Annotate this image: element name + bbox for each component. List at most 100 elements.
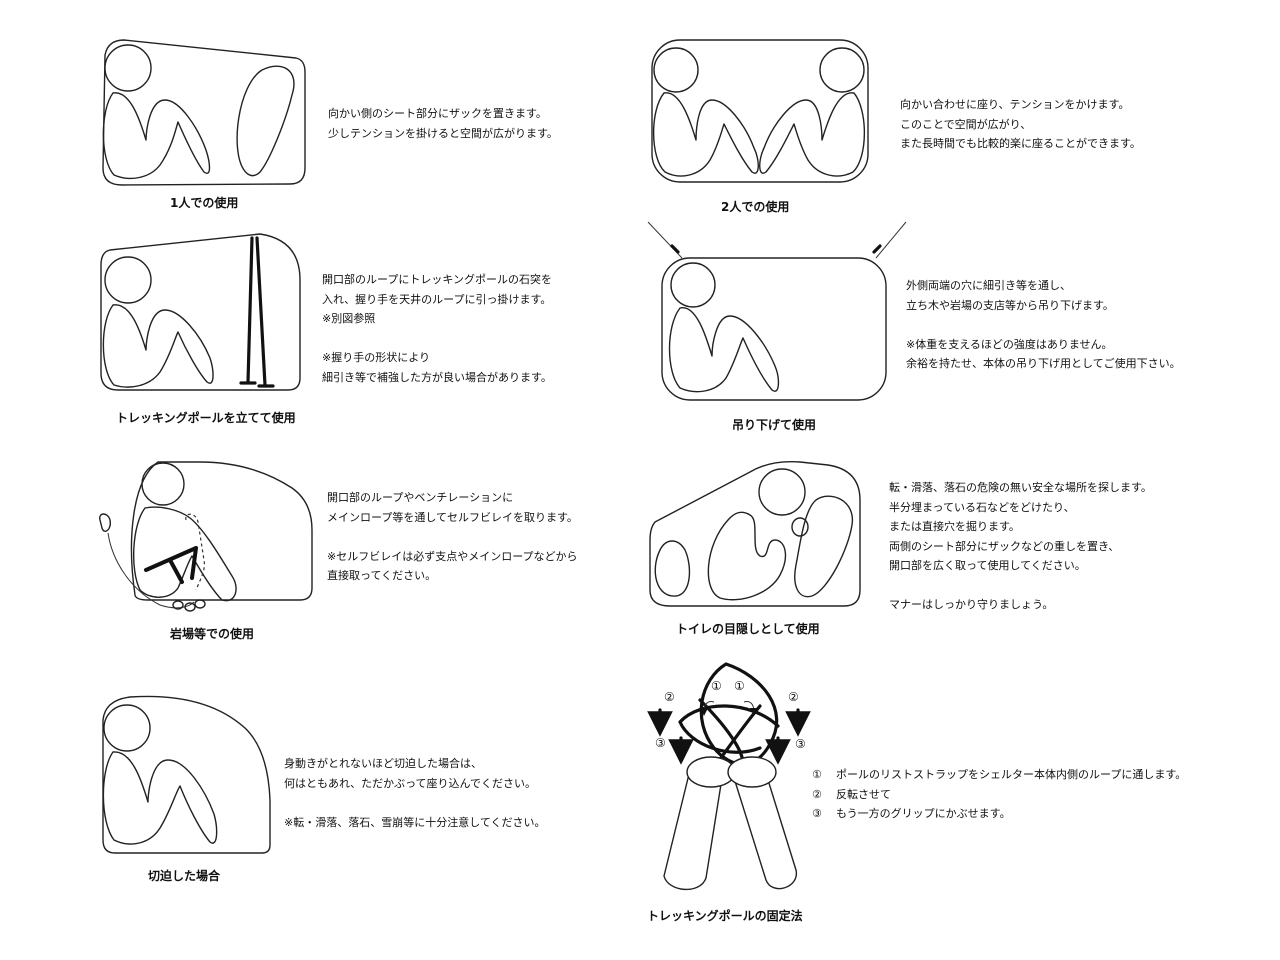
caption-pair: 2人での使用 xyxy=(721,200,790,214)
caption-toilet: トイレの目隠しとして使用 xyxy=(676,622,820,636)
description-toilet: 転・滑落、落石の危険の無い安全な場所を探します。 半分埋まっている石などをどけた… xyxy=(889,478,1152,615)
marker-step-3: ③ xyxy=(795,737,806,751)
person-body xyxy=(102,751,218,845)
shelter-outline xyxy=(661,257,887,401)
rock-illustration xyxy=(99,461,313,612)
description-line xyxy=(889,576,1152,596)
description-hang: 外側両端の穴に細引き等を通し、 立ち木や岩場の支店等から吊り下げます。 ※体重を… xyxy=(906,276,1181,374)
description-line: ※転・滑落、落石、雪崩等に十分注意してください。 xyxy=(284,815,546,829)
hang-illustration xyxy=(647,221,907,401)
marker-step-2: ② xyxy=(664,690,675,704)
toilet-illustration xyxy=(649,461,861,607)
person-head xyxy=(670,262,716,308)
step-number: ② xyxy=(812,787,822,801)
description-line: ※別図参照 xyxy=(322,312,376,325)
description-line: 細引き等で補強した方が良い場合があります。 xyxy=(322,370,552,384)
shelter-outline xyxy=(649,461,861,607)
description-emergency: 身動きがとれないほど切迫した場合は、 何はともあれ、ただかぶって座り込んでくださ… xyxy=(284,754,546,832)
caption-hang: 吊り下げて使用 xyxy=(732,418,817,432)
step-row: ① ポールのリストストラップをシェルター本体内側のループに通します。 xyxy=(812,765,1186,785)
description-line: ※セルフビレイは必ず支点やメインロープなどから xyxy=(327,549,578,563)
pole-illustration xyxy=(100,233,301,391)
marker-step-1: ① xyxy=(734,679,745,693)
marker-step-3: ③ xyxy=(655,736,666,750)
description-line xyxy=(327,527,578,547)
shelter-outline xyxy=(651,39,869,183)
description-line: このことで空間が広がり、 xyxy=(900,117,1032,131)
person-body xyxy=(102,92,211,180)
person-head-left xyxy=(653,47,699,93)
description-line: ※体重を支えるほどの強度はありません。 xyxy=(906,337,1113,351)
caption-pole: トレッキングポールを立てて使用 xyxy=(116,411,296,425)
carabiner-icon xyxy=(99,513,112,532)
grip-right xyxy=(727,756,777,788)
description-line: 向かい側のシート部分にザックを置きます。 xyxy=(328,107,547,120)
description-solo: 向かい側のシート部分にザックを置きます。 少しテンションを掛けると空間が広がりま… xyxy=(328,104,558,143)
description-line: 少しテンションを掛けると空間が広がります。 xyxy=(328,126,558,140)
description-line: 入れ、握り手を天井のループに引っ掛けます。 xyxy=(322,292,552,306)
person-head xyxy=(103,704,151,752)
backpack-right xyxy=(794,495,853,598)
step-row: ③ もう一方のグリップにかぶせます。 xyxy=(812,804,1186,824)
backpack xyxy=(236,65,295,177)
harness xyxy=(144,546,198,584)
step-row: ② 反転させて xyxy=(812,785,1186,805)
arrow-icon xyxy=(743,701,758,716)
description-pair: 向かい合わせに座り、テンションをかけます。 このことで空間が広がり、 また長時間… xyxy=(900,95,1141,154)
dashed-loop xyxy=(185,513,205,591)
description-line: 余裕を持たせ、本体の吊り下げ用としてご使用下さい。 xyxy=(906,357,1181,370)
shelter-outline xyxy=(130,461,313,601)
person-body xyxy=(668,307,780,393)
hanging-cord-right xyxy=(875,221,907,259)
pair-illustration xyxy=(651,39,869,183)
marker-step-2: ② xyxy=(788,690,799,704)
step-text: 反転させて xyxy=(836,787,891,801)
shelter-outline xyxy=(102,39,306,186)
person-head xyxy=(758,468,806,516)
description-line: マナーはしっかり守りましょう。 xyxy=(889,598,1054,611)
description-line: 向かい合わせに座り、テンションをかけます。 xyxy=(900,98,1130,111)
person-body-left xyxy=(652,92,759,177)
backpack-left xyxy=(654,540,691,597)
person-body xyxy=(707,511,787,601)
person-head xyxy=(104,44,152,92)
description-line: メインロープ等を通してセルフビレイを取ります。 xyxy=(327,510,578,524)
marker-step-1: ① xyxy=(711,679,722,693)
emergency-illustration xyxy=(102,695,271,854)
description-rock: 開口部のループやベンチレーションに メインロープ等を通してセルフビレイを取ります… xyxy=(327,488,578,586)
person-body-right xyxy=(759,92,866,177)
description-line: 何はともあれ、ただかぶって座り込んでください。 xyxy=(284,776,537,790)
description-line: また長時間でも比較的楽に座ることができます。 xyxy=(900,137,1141,150)
caption-emergency: 切迫した場合 xyxy=(148,869,221,883)
description-line: 転・滑落、落石の危険の無い安全な場所を探します。 xyxy=(889,481,1152,494)
fix-steps: ① ポールのリストストラップをシェルター本体内側のループに通します。 ② 反転させて… xyxy=(812,765,1186,824)
belay-rope xyxy=(107,532,195,609)
person-body xyxy=(102,304,214,388)
description-line: 両側のシート部分にザックなどの重しを置き、 xyxy=(889,539,1120,553)
description-line: 開口部のループやベンチレーションに xyxy=(327,491,514,504)
shelter-outline xyxy=(102,695,271,854)
person-head xyxy=(141,462,185,506)
description-line xyxy=(322,329,552,349)
description-line: 直接取ってください。 xyxy=(327,569,437,582)
description-line: 身動きがとれないほど切迫した場合は、 xyxy=(284,757,482,770)
trekking-pole-icon xyxy=(246,236,267,387)
description-line xyxy=(284,793,546,813)
step-number: ③ xyxy=(812,807,822,820)
step-text: もう一方のグリップにかぶせます。 xyxy=(836,807,1011,820)
description-line: 立ち木や岩場の支店等から吊り下げます。 xyxy=(906,298,1114,312)
step-number: ① xyxy=(812,768,822,781)
description-line xyxy=(906,315,1181,335)
caption-fix: トレッキングポールの固定法 xyxy=(647,909,803,923)
description-line: 半分埋まっている石などをどけたり、 xyxy=(889,500,1075,514)
knot-icon xyxy=(670,244,882,254)
person-body xyxy=(132,506,237,602)
description-line: 開口部を広く取って使用してください。 xyxy=(889,559,1086,572)
description-line: ※握り手の形状により xyxy=(322,351,430,364)
description-line: 外側両端の穴に細引き等を通し、 xyxy=(906,279,1071,292)
person-head-right xyxy=(819,47,865,93)
solo-illustration xyxy=(102,39,306,186)
step-text: ポールのリストストラップをシェルター本体内側のループに通します。 xyxy=(836,768,1187,781)
arrow-icon xyxy=(700,701,715,716)
